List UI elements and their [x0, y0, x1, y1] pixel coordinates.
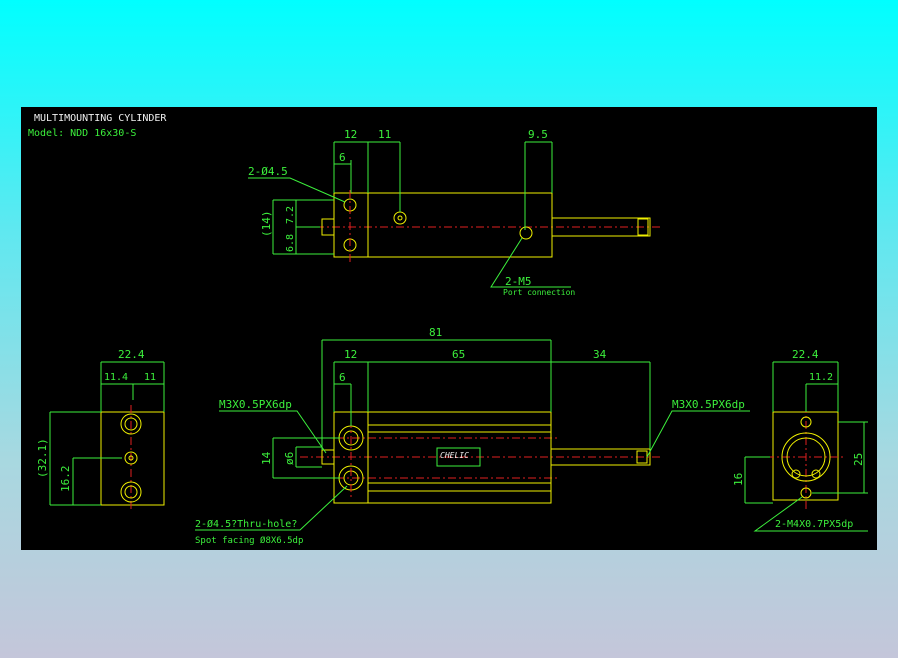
hole-callout: 2-Ø4.5?Thru-hole?	[195, 518, 297, 530]
port-callout: 2-M5	[505, 275, 532, 288]
dim-34: 34	[593, 348, 607, 361]
dim-32-1: (32.1)	[36, 438, 49, 478]
model-label: Model: NDD 16x30-S	[28, 128, 136, 139]
dim-81: 81	[429, 326, 442, 339]
dim-22-4: 22.4	[118, 348, 145, 361]
dim-14: (14)	[260, 211, 273, 238]
piston-rod	[551, 217, 651, 237]
thread-callout: 2-M4X0.7PX5dp	[775, 519, 853, 530]
dim-6: 6	[339, 371, 346, 384]
dim-14: 14	[260, 451, 273, 465]
brand-plate	[436, 447, 481, 467]
flange	[333, 192, 369, 258]
hole-callout: 2-Ø4.5	[248, 165, 288, 178]
cylinder-body	[367, 192, 553, 258]
dim-12: 12	[344, 348, 357, 361]
port	[519, 226, 533, 240]
thread-callout-right: M3X0.5PX6dp	[672, 398, 745, 411]
piston-rod	[550, 448, 651, 466]
brand-logo: CHELIC	[440, 451, 469, 460]
dim-7-2: 7.2	[285, 206, 296, 224]
dim-16: 16	[732, 473, 745, 486]
dim-phi6: ø6	[283, 452, 296, 465]
dim-11: 11	[378, 128, 391, 141]
right-end-view: 22.4 11.2 25 16 2-M4X0.7PX5dp	[732, 348, 868, 532]
dim-12: 12	[344, 128, 357, 141]
port-callout-sub: Port connection	[503, 288, 575, 297]
dim-25: 25	[852, 453, 865, 466]
port	[393, 211, 407, 225]
top-view: 12 11 6 9.5 (14) 7.2 6.8 2-Ø4.5 2-M5 Por…	[248, 128, 660, 297]
dim-11-2: 11.2	[809, 372, 833, 383]
dim-11: 11	[144, 372, 156, 383]
dim-6: 6	[339, 151, 346, 164]
left-end-view: 22.4 11.4 11 (32.1) 16.2	[36, 348, 165, 512]
dim-65: 65	[452, 348, 465, 361]
drawing-title: MULTIMOUNTING CYLINDER	[34, 113, 167, 124]
thread-callout-left: M3X0.5PX6dp	[219, 398, 292, 411]
dim-6-8: 6.8	[285, 234, 296, 252]
front-view: CHELIC 81 12 65 34 6 14 ø6 M3X0.5PX6dp M…	[195, 326, 750, 546]
dim-16-2: 16.2	[59, 466, 72, 493]
dim-11-4: 11.4	[104, 372, 128, 383]
hole-callout-sub: Spot facing Ø8X6.5dp	[195, 535, 303, 546]
dim-9-5: 9.5	[528, 128, 548, 141]
dim-22-4: 22.4	[792, 348, 819, 361]
